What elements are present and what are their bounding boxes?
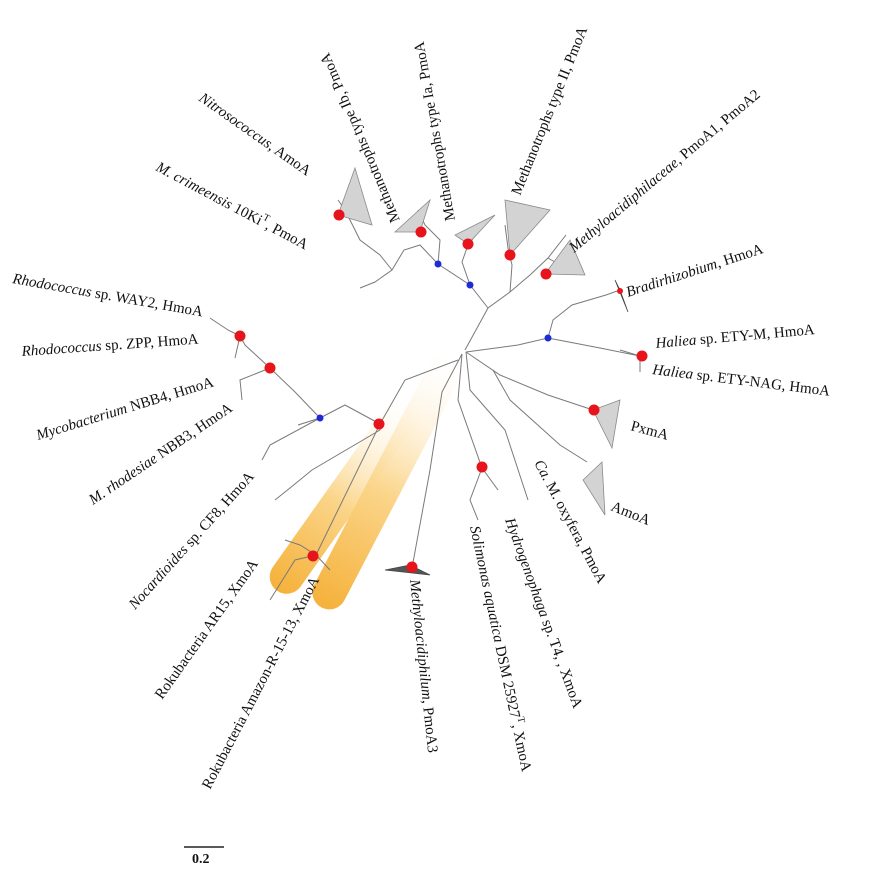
label-methyloacidiphilaceae: Methyloacidiphilaceae, PmoA1, PmoA2 [566,87,764,257]
label-rhodococcus-zpp: Rhodococcus sp. ZPP, HmoA [20,332,199,360]
label-amoa: AmoA [609,499,653,529]
label-methanotrophs-type-ia: Methanotrophs type Ia, PmoA [412,40,459,222]
rokubacteria-highlight [269,348,465,610]
clade-bradirhizobium [614,279,629,313]
clade-type-ib [393,198,431,233]
node-red [636,350,648,362]
node-blue [466,281,474,289]
scale-bar: 0.2 [184,846,224,867]
node-red [617,288,623,294]
label-nitrosococcus: Nitrosococcus, AmoA [195,90,314,180]
node-red [333,209,345,221]
node-blue [434,260,442,268]
node-red [476,461,488,473]
label-m-crimeensis: M. crimeensis 10KiT, PmoA [152,156,312,253]
label-rhodococcus-way2: Rhodococcus sp. WAY2, HmoA [10,271,204,320]
node-red [540,268,552,280]
label-methyloacidiphilum: Methyloacidiphilum, PmoA3 [406,578,440,754]
tree-branches [209,199,641,601]
node-red [588,404,600,416]
node-red [264,362,276,374]
clade-amoa [582,461,606,516]
clade-type-ii [504,199,551,256]
node-red [415,226,427,238]
node-red [373,418,385,430]
clade-type-ia [454,214,496,245]
node-red [406,561,418,573]
label-haliea-ety-nag: Haliea sp. ETY-NAG, HmoA [651,362,832,400]
support-nodes [234,209,648,573]
label-methanotrophs-type-ii: Methanotrophs type II, PmoA [509,24,591,197]
node-red [504,249,516,261]
collapsed-clades [337,166,629,576]
highlight-amazon [312,348,465,610]
scale-bar-label: 0.2 [192,852,210,867]
label-bradirhizobium: Bradirhizobium, HmoA [624,241,765,300]
node-red [307,550,319,562]
node-red [234,330,246,342]
label-pxma: PxmA [629,418,670,443]
clade-nitrosococcus [337,166,373,226]
node-blue [316,414,324,422]
node-red [462,238,474,250]
node-blue [544,334,552,342]
clade-pxma [592,399,621,450]
label-haliea-ety-m: Haliea sp. ETY-M, HmoA [654,322,816,352]
clade-methyloacidiphilaceae [544,239,586,276]
